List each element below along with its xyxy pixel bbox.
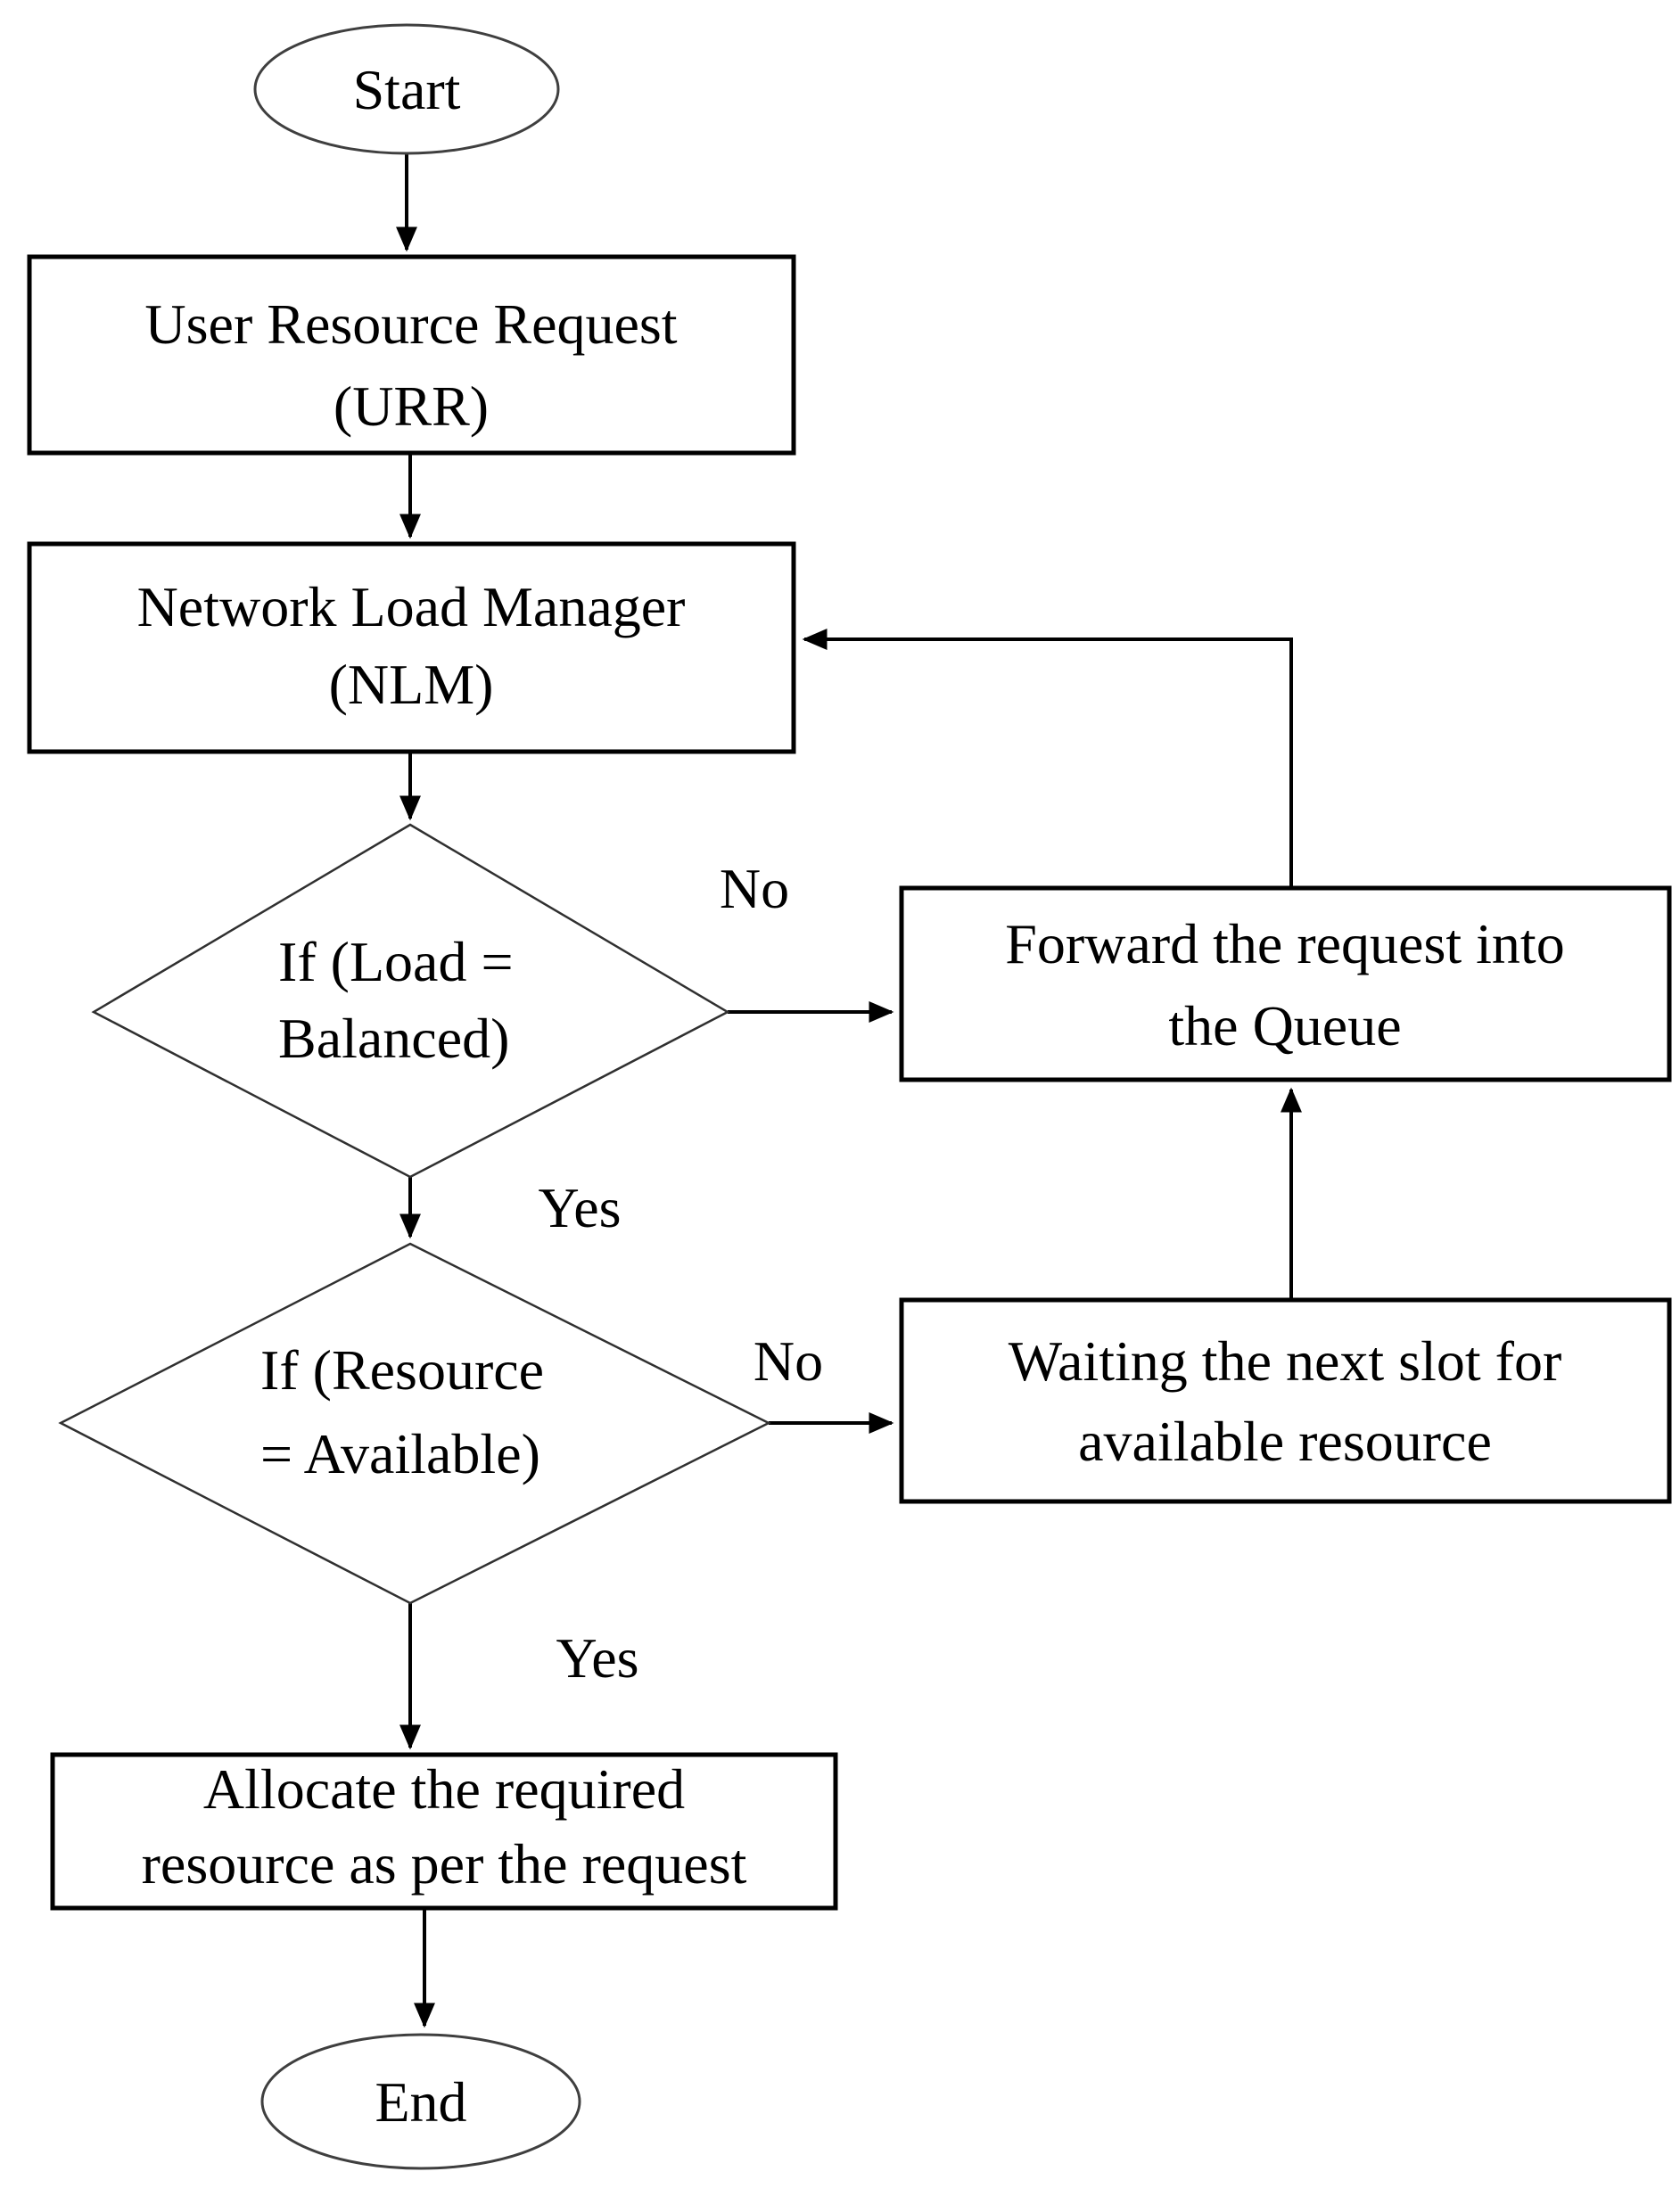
end-node: [260, 2033, 581, 2170]
resource-decision-label-line1: If (Resource: [260, 1338, 544, 1402]
start-node: [253, 23, 560, 155]
start-label: Start: [353, 58, 461, 121]
wait-slot-label-line1: Waiting the next slot for: [1009, 1329, 1562, 1393]
load-decision-label-line1: If (Load =: [278, 930, 514, 993]
resource-decision-diamond: [58, 1242, 771, 1605]
end-label: End: [375, 2070, 466, 2134]
urr-box: [27, 254, 796, 456]
load-yes-label: Yes: [538, 1176, 621, 1239]
wait-slot-label-line2: available resource: [1078, 1410, 1492, 1473]
load-decision-diamond: [91, 823, 730, 1179]
allocate-box: [50, 1752, 838, 1911]
urr-label-line1: User Resource Request: [144, 292, 677, 356]
forward-queue-label-line1: Forward the request into: [1005, 912, 1564, 975]
resource-no-label: No: [754, 1329, 823, 1393]
forward-queue-label-line2: the Queue: [1168, 994, 1401, 1057]
allocate-label-line1: Allocate the required: [203, 1757, 685, 1821]
arrow-forward-queue-to-nlm-feedback: [802, 629, 1293, 888]
urr-label-line2: (URR): [334, 374, 489, 438]
wait-slot-box: [899, 1297, 1672, 1504]
load-decision-label-line2: Balanced): [278, 1007, 509, 1070]
nlm-label-line2: (NLM): [329, 653, 494, 716]
forward-queue-box: [899, 885, 1672, 1082]
resource-yes-label: Yes: [556, 1626, 638, 1690]
allocate-label-line2: resource as per the request: [142, 1832, 747, 1896]
load-no-label: No: [720, 857, 789, 920]
nlm-box: [27, 541, 796, 754]
nlm-label-line1: Network Load Manager: [137, 575, 686, 638]
resource-decision-label-line2: = Available): [260, 1422, 540, 1485]
